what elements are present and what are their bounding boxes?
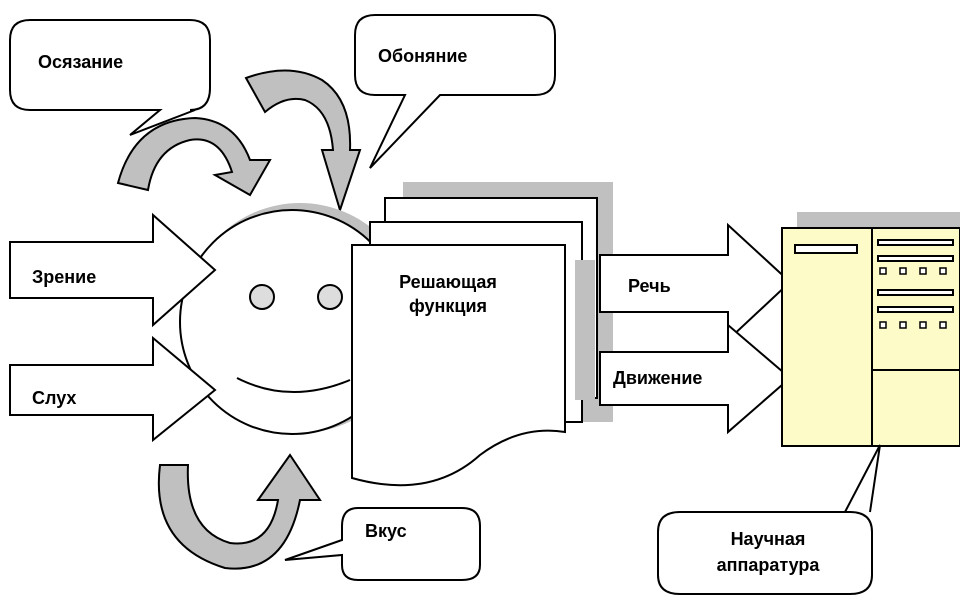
arrow-rech: Речь xyxy=(599,222,792,343)
callout-apparatura: Научная аппаратура xyxy=(657,444,881,595)
equipment-indicators-row-1 xyxy=(879,267,947,275)
label-apparatura-2: аппаратура xyxy=(717,555,821,575)
label-slukh: Слух xyxy=(32,388,76,408)
label-reshayushchaya-1: Решающая xyxy=(399,272,497,292)
label-dvizhenie: Движение xyxy=(613,368,702,388)
curved-arrow-smell xyxy=(244,69,362,214)
label-reshayushchaya-2: функция xyxy=(409,296,487,316)
callout-obonyanie: Обоняние xyxy=(354,14,556,169)
arrow-slukh: Слух xyxy=(9,335,217,443)
equipment-indicators-row-2 xyxy=(879,321,947,329)
callout-vkus: Вкус xyxy=(284,507,481,581)
label-osyazanie: Осязание xyxy=(38,52,123,72)
label-apparatura-1: Научная xyxy=(731,529,806,549)
callout-osyazanie: Осязание xyxy=(9,19,211,136)
document-stack: Решающая функция xyxy=(351,182,613,487)
arrow-dvizhenie: Движение xyxy=(599,322,792,435)
face-mouth xyxy=(236,377,351,393)
scientific-equipment xyxy=(781,212,960,447)
curved-arrow-taste xyxy=(157,453,322,570)
face-eye-left xyxy=(249,284,275,310)
face-eye-right xyxy=(317,284,343,310)
label-obonyanie: Обоняние xyxy=(378,46,467,66)
label-vkus: Вкус xyxy=(365,521,407,541)
curved-arrow-touch xyxy=(116,116,272,197)
equipment-slot xyxy=(794,244,858,254)
label-zrenie: Зрение xyxy=(32,267,96,287)
arrow-zrenie: Зрение xyxy=(9,212,217,328)
label-rech: Речь xyxy=(628,276,671,296)
